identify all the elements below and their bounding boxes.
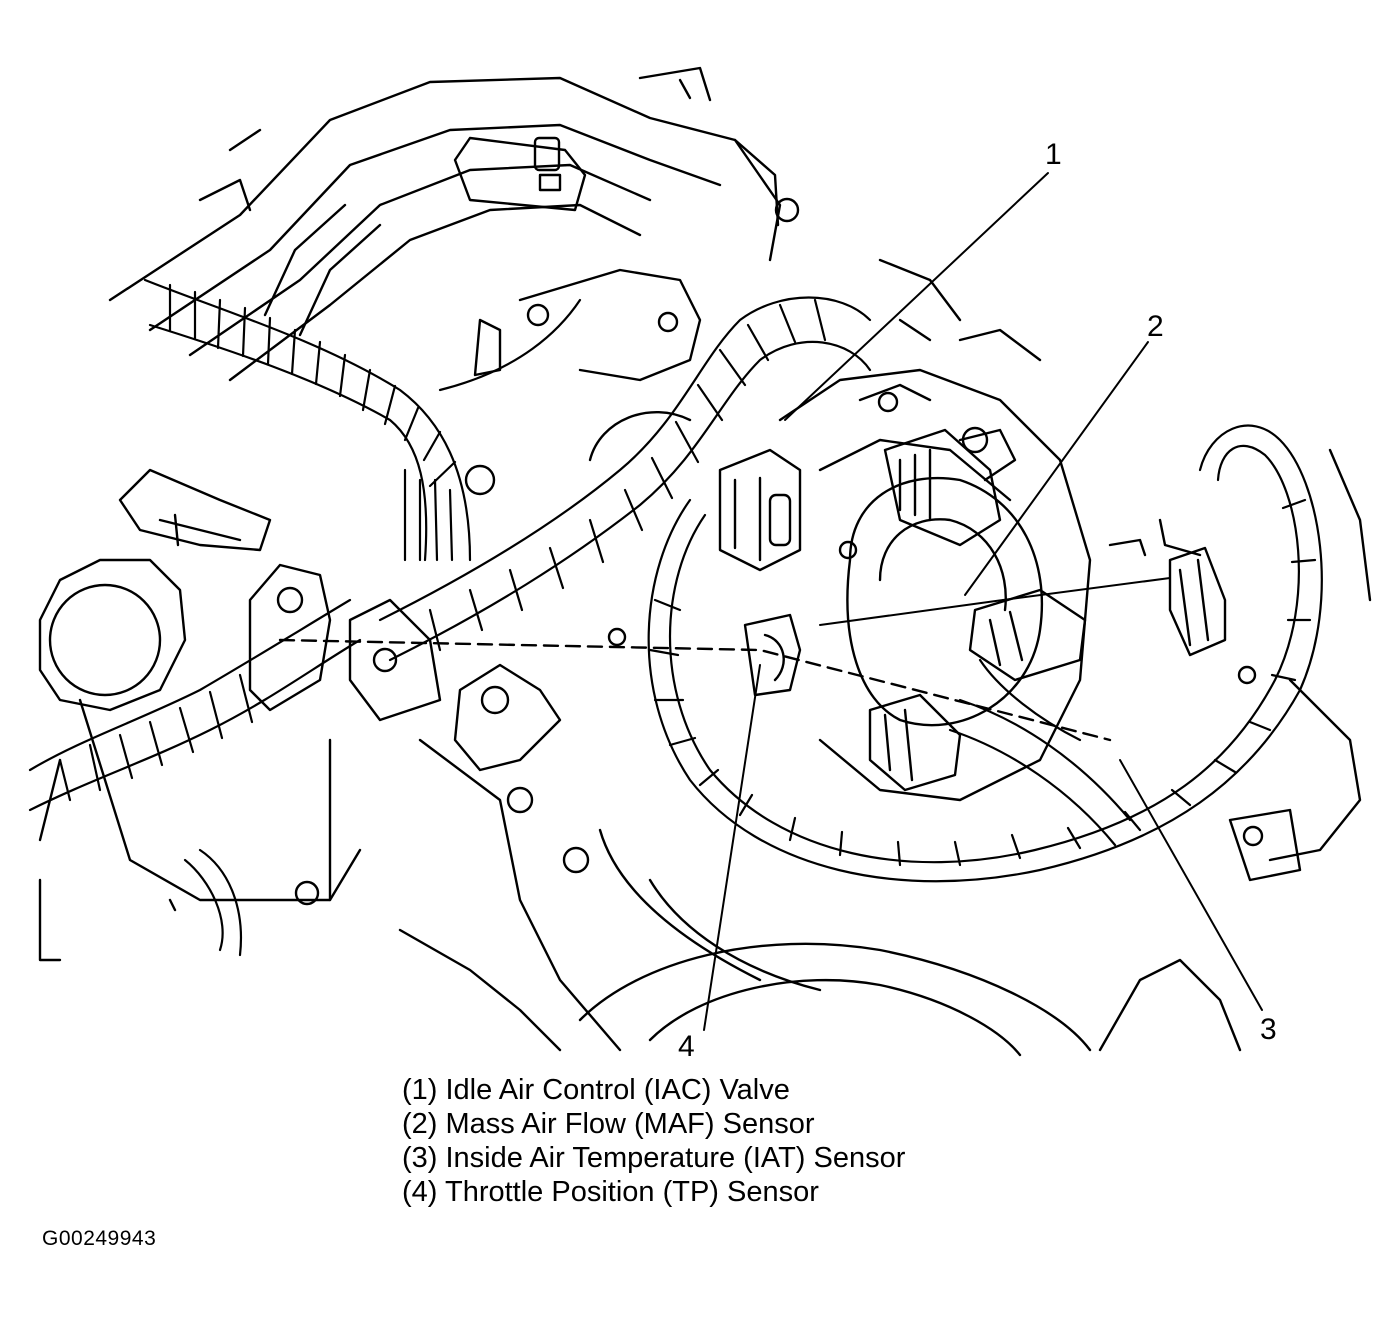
- figure-id: G00249943: [42, 1227, 157, 1250]
- wiring-harness-left: [28, 278, 582, 957]
- maf-connector: [968, 588, 1087, 682]
- callout-3: 3: [1260, 1013, 1277, 1046]
- engine-block: [38, 258, 1372, 1057]
- legend-item-tp-sensor: (4) Throttle Position (TP) Sensor: [402, 1176, 819, 1208]
- wiring-harness-loop: [647, 424, 1323, 883]
- wiring-harness-center: [378, 296, 872, 662]
- throttle-body: [718, 368, 1092, 802]
- iac-connector: [883, 426, 1017, 547]
- iat-connector: [1168, 546, 1227, 657]
- mounting-brackets: [248, 563, 1112, 772]
- callout-4: 4: [678, 1030, 695, 1063]
- tp-sensor: [743, 613, 802, 697]
- leader-lines: [703, 172, 1263, 1031]
- legend-item-iac-valve: (1) Idle Air Control (IAC) Valve: [402, 1074, 790, 1106]
- legend: (1) Idle Air Control (IAC) Valve (2) Mas…: [402, 1073, 905, 1209]
- callout-1: 1: [1045, 138, 1062, 171]
- engine-line-drawing: [28, 66, 1372, 1057]
- tp-connector: [868, 693, 962, 792]
- intake-manifold: [108, 66, 800, 382]
- legend-item-maf-sensor: (2) Mass Air Flow (MAF) Sensor: [402, 1108, 815, 1140]
- callout-2: 2: [1147, 310, 1164, 343]
- legend-item-iat-sensor: (3) Inside Air Temperature (IAT) Sensor: [402, 1142, 906, 1174]
